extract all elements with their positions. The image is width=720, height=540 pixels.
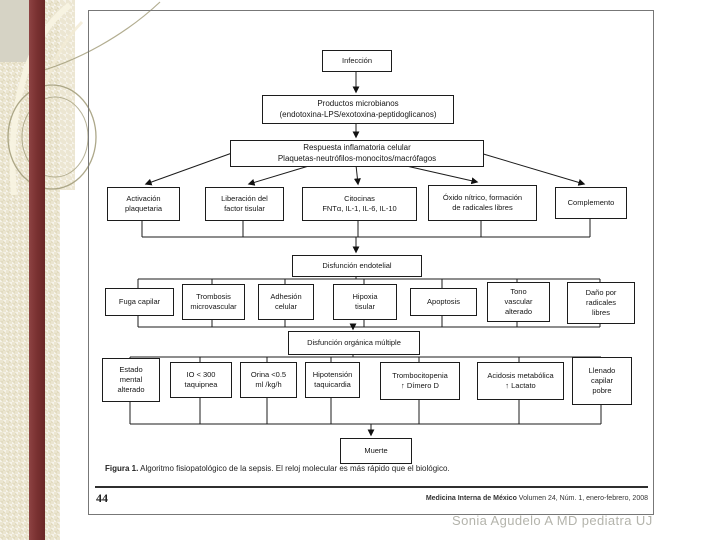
node-estado-mental: Estado mental alterado [102, 358, 160, 402]
node-infeccion: Infección [322, 50, 392, 72]
node-adhesion-celular: Adhesión celular [258, 284, 314, 320]
node-oxido-nitrico: Óxido nítrico, formación de radicales li… [428, 185, 537, 221]
node-tono-vascular: Tono vascular alterado [487, 282, 550, 322]
footer-divider [95, 486, 648, 488]
journal-footer: Medicina Interna de México Volumen 24, N… [298, 495, 648, 502]
figure-frame [88, 10, 654, 515]
journal-name: Medicina Interna de México [425, 495, 517, 502]
theme-accent-bar [29, 0, 45, 540]
node-io-taquipnea: IO < 300 taquipnea [170, 362, 232, 398]
figure-caption-label: Figura 1. [105, 464, 139, 473]
node-dano-radicales: Daño por radicales libres [567, 282, 635, 324]
node-muerte: Muerte [340, 438, 412, 464]
node-disfuncion-endotelial: Disfunción endotelial [292, 255, 422, 277]
node-respuesta-inflamatoria: Respuesta inflamatoria celular Plaquetas… [230, 140, 484, 167]
node-acidosis-metabolica: Acidosis metabólica ↑ Lactato [477, 362, 564, 400]
journal-issue: Volumen 24, Núm. 1, enero-febrero, 2008 [516, 495, 648, 502]
node-productos-microbianos: Productos microbianos (endotoxina-LPS/ex… [262, 95, 454, 124]
node-citocinas: Citocinas FNTα, IL-1, IL-6, IL-10 [302, 187, 417, 221]
author-credit: Sonia Agudelo A MD pediatra UJ [452, 513, 653, 528]
node-apoptosis: Apoptosis [410, 288, 477, 316]
node-hipotension: Hipotensión taquicardia [305, 362, 360, 398]
node-hipoxia-tisular: Hipoxia tisular [333, 284, 397, 320]
node-disfuncion-organica: Disfunción orgánica múltiple [288, 331, 420, 355]
node-complemento: Complemento [555, 187, 627, 219]
node-activacion-plaquetaria: Activación plaquetaria [107, 187, 180, 221]
node-orina: Orina <0.5 ml /kg/h [240, 362, 297, 398]
node-trombocitopenia: Trombocitopenia ↑ Dímero D [380, 362, 460, 400]
node-liberacion-factor-tisular: Liberación del factor tisular [205, 187, 284, 221]
figure-caption-text: Algoritmo fisiopatológico de la sepsis. … [138, 464, 450, 473]
page-number: 44 [96, 491, 108, 505]
node-trombosis-microvascular: Trombosis microvascular [182, 284, 245, 320]
node-fuga-capilar: Fuga capilar [105, 288, 174, 316]
theme-corner-block [0, 0, 30, 62]
figure-caption: Figura 1. Algoritmo fisiopatológico de l… [105, 464, 645, 473]
node-llenado-capilar: Llenado capilar pobre [572, 357, 632, 405]
